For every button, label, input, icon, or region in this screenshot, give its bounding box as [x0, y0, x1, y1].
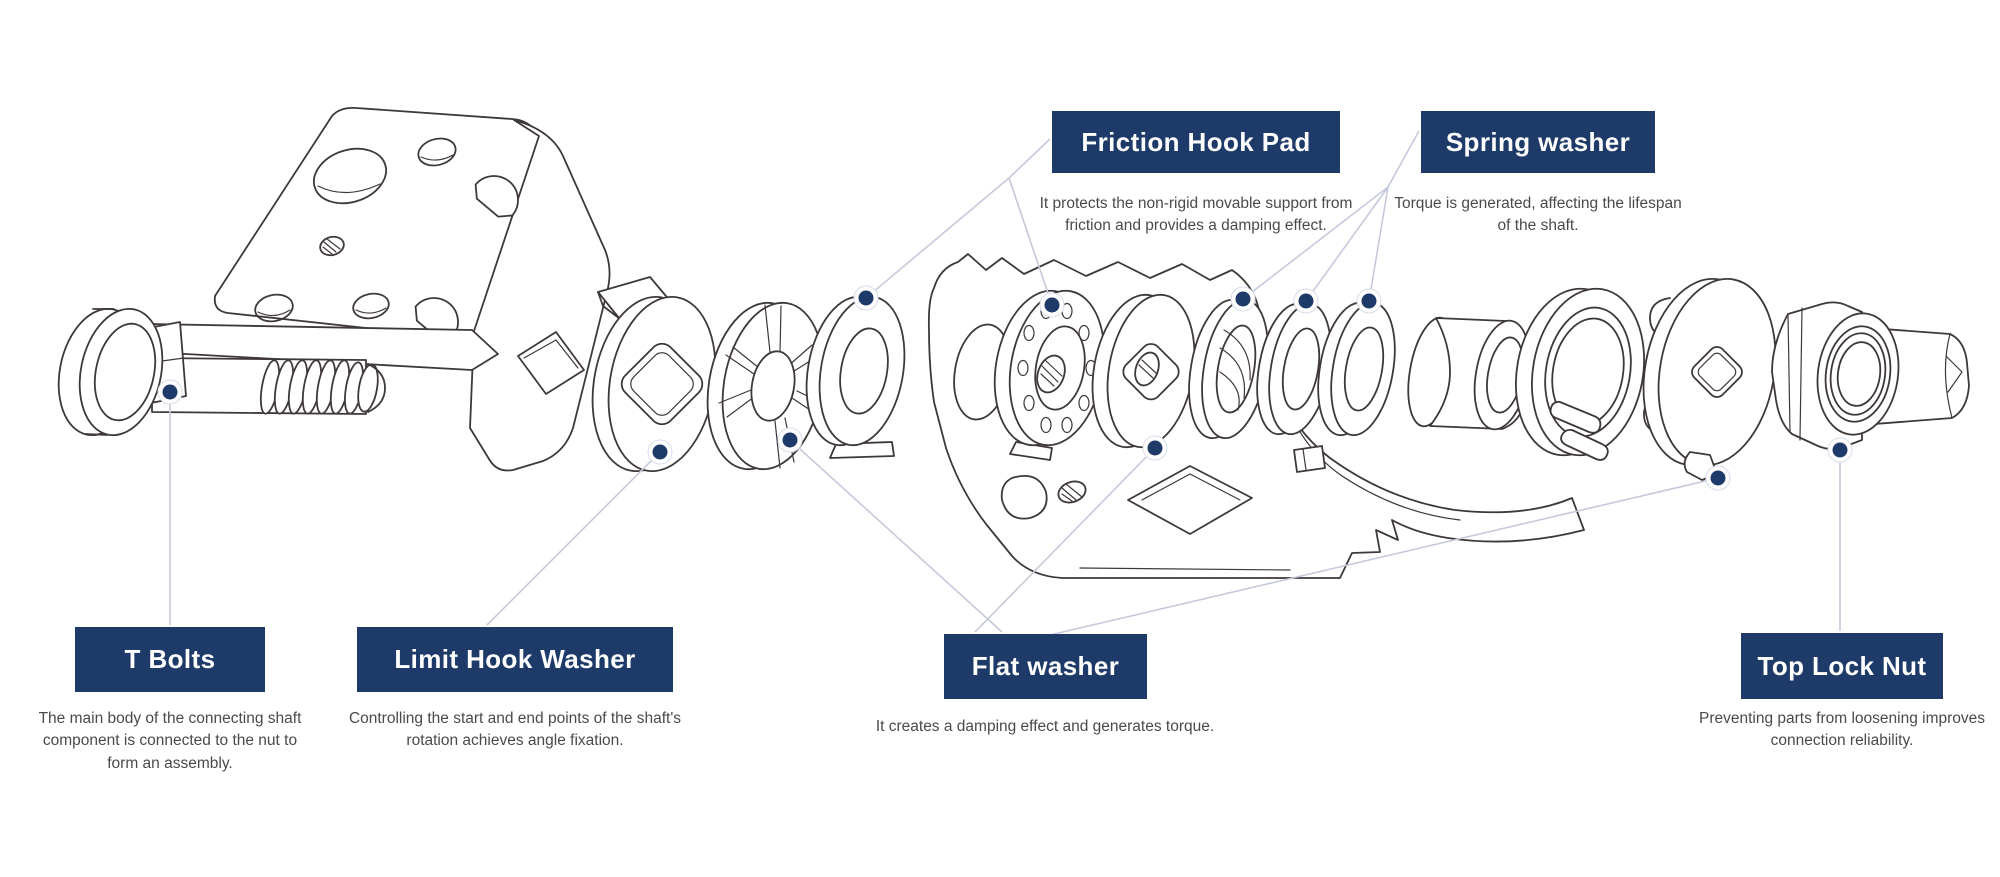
- limit-hook-washer-part: [591, 276, 717, 473]
- description-limit-hook-washer: Controlling the start and end points of …: [348, 710, 682, 750]
- label-limit-hook-washer: Limit Hook Washer: [357, 627, 673, 692]
- top-lock-nut-part: [1771, 301, 1900, 450]
- label-spring-washer: Spring washer: [1421, 111, 1655, 173]
- callout-dot-spring-1: [1230, 286, 1256, 312]
- description-friction-hook-pad: It protects the non-rigid movable suppor…: [1039, 195, 1353, 235]
- callout-dot-t-bolts: [157, 379, 183, 405]
- label-title-top-lock-nut: Top Lock Nut: [1757, 650, 1927, 681]
- t-bolt: [57, 307, 386, 437]
- callout-dot-spring-3: [1356, 288, 1382, 314]
- callout-dot-flat-washer-2: [1142, 435, 1168, 461]
- spoked-washer-part: [706, 301, 829, 471]
- callout-dots: [157, 285, 1853, 491]
- label-title-flat-washer: Flat washer: [971, 651, 1120, 681]
- label-title-friction-hook-pad: Friction Hook Pad: [1081, 126, 1311, 157]
- callout-dot-friction-2: [1039, 292, 1065, 318]
- description-t-bolts: The main body of the connecting shaft co…: [38, 710, 302, 772]
- cam-disc: [1642, 278, 1777, 481]
- label-title-t-bolts: T Bolts: [124, 644, 216, 674]
- callout-dot-flat-washer-1: [777, 427, 803, 453]
- label-top-lock-nut: Top Lock Nut: [1741, 633, 1943, 699]
- wheel-ring: [1515, 287, 1645, 461]
- label-title-limit-hook-washer: Limit Hook Washer: [394, 644, 636, 674]
- description-spring-washer: Torque is generated, affecting the lifes…: [1394, 195, 1682, 235]
- leader-lines: [169, 130, 1841, 636]
- callout-dot-flat-washer-3: [1705, 465, 1731, 491]
- callout-dot-friction-1: [853, 285, 879, 311]
- friction-hook-pad-part: [993, 289, 1106, 461]
- callout-dot-top-lock-nut: [1827, 437, 1853, 463]
- label-flat-washer: Flat washer: [944, 634, 1147, 699]
- label-title-spring-washer: Spring washer: [1445, 126, 1631, 157]
- flat-washer-part: [1091, 293, 1196, 449]
- label-t-bolts: T Bolts: [75, 627, 265, 692]
- tab-washer-part: [805, 295, 906, 459]
- bushing-cylinder: [1407, 316, 1531, 431]
- mounting-bracket: [149, 107, 611, 472]
- callout-dot-limit-hook-washer: [647, 439, 673, 465]
- description-top-lock-nut: Preventing parts from loosening improves…: [1698, 710, 1986, 750]
- description-flat-washer: It creates a damping effect and generate…: [875, 718, 1215, 735]
- callout-dot-spring-2: [1293, 288, 1319, 314]
- label-friction-hook-pad: Friction Hook Pad: [1052, 111, 1340, 173]
- spring-washers-part: [1188, 298, 1396, 440]
